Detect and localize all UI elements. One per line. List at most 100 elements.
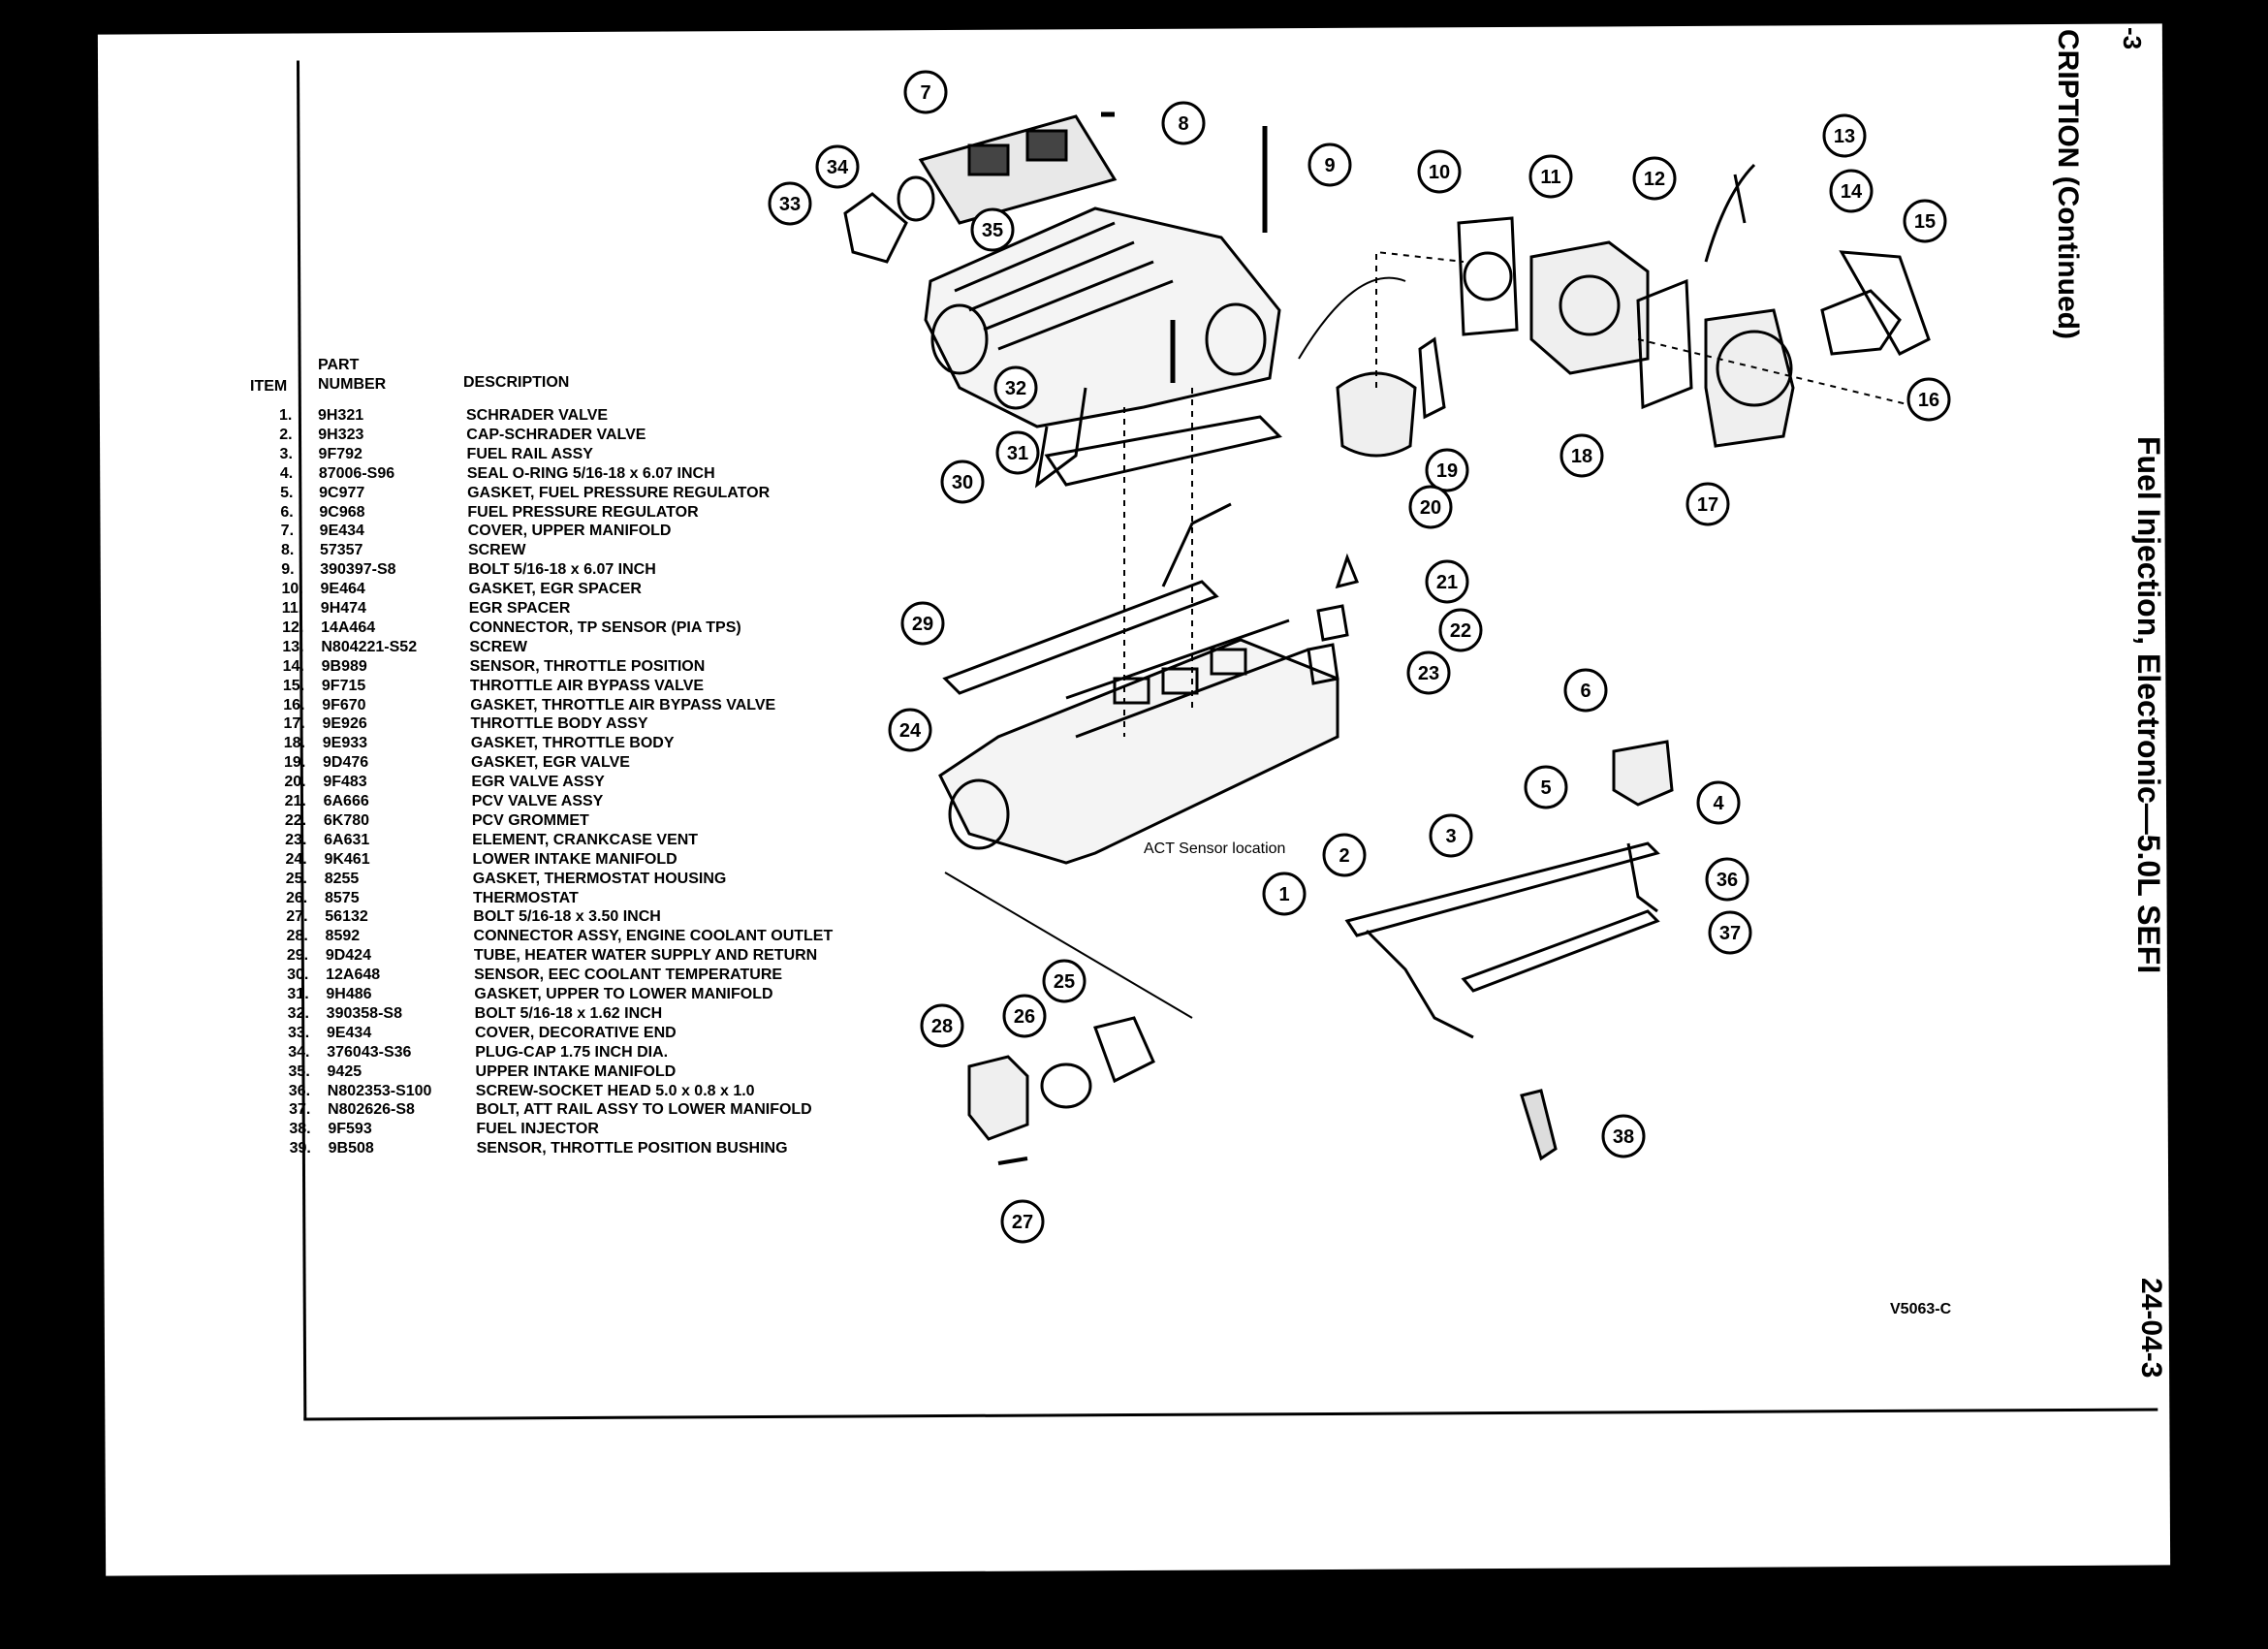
parts-table-desc: BOLT, ATT RAIL ASSY TO LOWER MANIFOLD [476, 1101, 812, 1119]
parts-table-desc: THROTTLE BODY ASSY [470, 715, 648, 733]
callout-18: 18 [1559, 433, 1604, 478]
parts-table-part: 6A631 [324, 831, 370, 848]
callout-number: 17 [1697, 494, 1718, 516]
callout-7: 7 [903, 70, 948, 114]
callout-3: 3 [1429, 813, 1473, 858]
callout-number: 32 [1005, 378, 1026, 399]
callout-32: 32 [993, 365, 1038, 410]
parts-table-part: 8255 [324, 870, 360, 887]
callout-number: 16 [1918, 390, 1939, 411]
parts-table-desc: CONNECTOR ASSY, ENGINE COOLANT OUTLET [473, 928, 834, 945]
parts-table-item: 30. [287, 967, 309, 984]
parts-table-item: 7. [280, 523, 295, 540]
parts-table-item: 28. [286, 928, 308, 945]
callout-number: 20 [1420, 497, 1441, 519]
act-sensor-label: ACT Sensor location [1144, 840, 1285, 857]
callout-number: 29 [912, 614, 933, 635]
callout-35: 35 [970, 207, 1015, 252]
callout-26: 26 [1002, 994, 1047, 1038]
parts-table-part: 12A648 [326, 967, 381, 984]
parts-table-desc: FUEL PRESSURE REGULATOR [467, 503, 699, 521]
callout-number: 15 [1914, 211, 1936, 233]
parts-table-item: 27. [286, 908, 308, 926]
parts-table-part: 9F593 [328, 1121, 372, 1138]
parts-table-part: 9F483 [323, 774, 367, 791]
parts-table-part: N804221-S52 [321, 638, 418, 655]
callout-number: 24 [899, 720, 922, 742]
callout-21: 21 [1425, 559, 1469, 604]
callout-28: 28 [920, 1003, 964, 1048]
callout-9: 9 [1307, 143, 1352, 187]
callout-1: 1 [1262, 872, 1307, 916]
parts-table-part: 9D476 [323, 754, 369, 772]
parts-table-item: 26. [286, 889, 308, 906]
parts-table-part: 9C968 [319, 503, 365, 521]
parts-table-desc: GASKET, THERMOSTAT HOUSING [472, 870, 727, 887]
parts-table-part: 9H486 [326, 986, 372, 1002]
parts-table-item: 36. [288, 1082, 311, 1099]
parts-table-part: 9D424 [325, 947, 371, 965]
parts-table-part: 9H474 [320, 600, 366, 617]
parts-table-part: 9E933 [322, 735, 368, 752]
parts-table-desc: UPPER INTAKE MANIFOLD [475, 1062, 677, 1080]
parts-table-desc: ELEMENT, CRANKCASE VENT [472, 831, 699, 848]
callout-number: 11 [1540, 167, 1560, 188]
callout-17: 17 [1685, 482, 1730, 526]
parts-table-item: 31. [287, 986, 309, 1002]
parts-table-item: 16. [283, 696, 305, 714]
parts-table-item: 20. [284, 774, 306, 791]
callout-29: 29 [900, 601, 945, 646]
parts-table-part: 8592 [325, 928, 361, 945]
callout-number: 26 [1014, 1006, 1035, 1028]
parts-table-desc: CAP-SCHRADER VALVE [466, 426, 646, 443]
callout-number: 2 [1339, 845, 1349, 867]
parts-table-item: 39. [289, 1140, 311, 1157]
parts-table-part: 9E434 [319, 523, 364, 540]
callout-number: 8 [1178, 113, 1188, 135]
callout-number: 25 [1054, 971, 1075, 993]
callout-25: 25 [1042, 959, 1087, 1003]
col-header-item: ITEM [250, 378, 288, 395]
callout-number: 23 [1418, 663, 1439, 684]
callout-number: 27 [1012, 1212, 1033, 1233]
parts-table-part: 9K461 [324, 850, 370, 868]
callout-22: 22 [1438, 608, 1483, 652]
callout-number: 21 [1436, 572, 1458, 593]
callout-number: 3 [1445, 826, 1456, 847]
callout-38: 38 [1601, 1114, 1646, 1158]
callout-number: 12 [1644, 169, 1665, 190]
parts-table-desc: GASKET, UPPER TO LOWER MANIFOLD [474, 986, 773, 1002]
callout-13: 13 [1822, 113, 1867, 158]
parts-table-desc: PCV VALVE ASSY [471, 793, 604, 809]
callout-number: 6 [1580, 681, 1591, 702]
parts-table-desc: FUEL RAIL ASSY [466, 445, 593, 462]
parts-table-item: 33. [287, 1024, 310, 1041]
callout-number: 36 [1717, 870, 1738, 891]
parts-table-desc: BOLT 5/16-18 x 6.07 INCH [468, 561, 656, 579]
parts-table-desc: SCREW-SOCKET HEAD 5.0 x 0.8 x 1.0 [475, 1082, 755, 1099]
parts-table-part: N802626-S8 [328, 1101, 415, 1119]
callout-6: 6 [1563, 668, 1608, 713]
parts-table-desc: GASKET, FUEL PRESSURE REGULATOR [467, 484, 771, 501]
parts-table-desc: GASKET, THROTTLE BODY [470, 735, 675, 752]
parts-table-item: 18. [283, 735, 305, 752]
callout-36: 36 [1705, 857, 1749, 902]
parts-table-item: 15. [282, 677, 305, 694]
col-header-part-bottom: NUMBER [318, 376, 387, 393]
parts-table-part: 8575 [325, 889, 360, 906]
parts-table-desc: THERMOSTAT [473, 889, 579, 906]
callout-33: 33 [768, 181, 812, 226]
parts-table-desc: GASKET, THROTTLE AIR BYPASS VALVE [470, 696, 776, 714]
callout-23: 23 [1406, 650, 1451, 695]
callout-11: 11 [1528, 154, 1573, 199]
callout-number: 14 [1841, 181, 1863, 203]
parts-table-part: 56132 [325, 908, 368, 926]
parts-table-desc: CONNECTOR, TP SENSOR (PIA TPS) [469, 618, 741, 636]
parts-table-desc: SEAL O-RING 5/16-18 x 6.07 INCH [466, 464, 715, 482]
parts-table-item: 12. [282, 618, 304, 636]
parts-table-desc: BOLT 5/16-18 x 1.62 INCH [474, 1004, 663, 1022]
callout-number: 9 [1324, 155, 1335, 176]
callout-number: 34 [827, 157, 849, 178]
parts-table-part: 9E464 [320, 581, 365, 598]
